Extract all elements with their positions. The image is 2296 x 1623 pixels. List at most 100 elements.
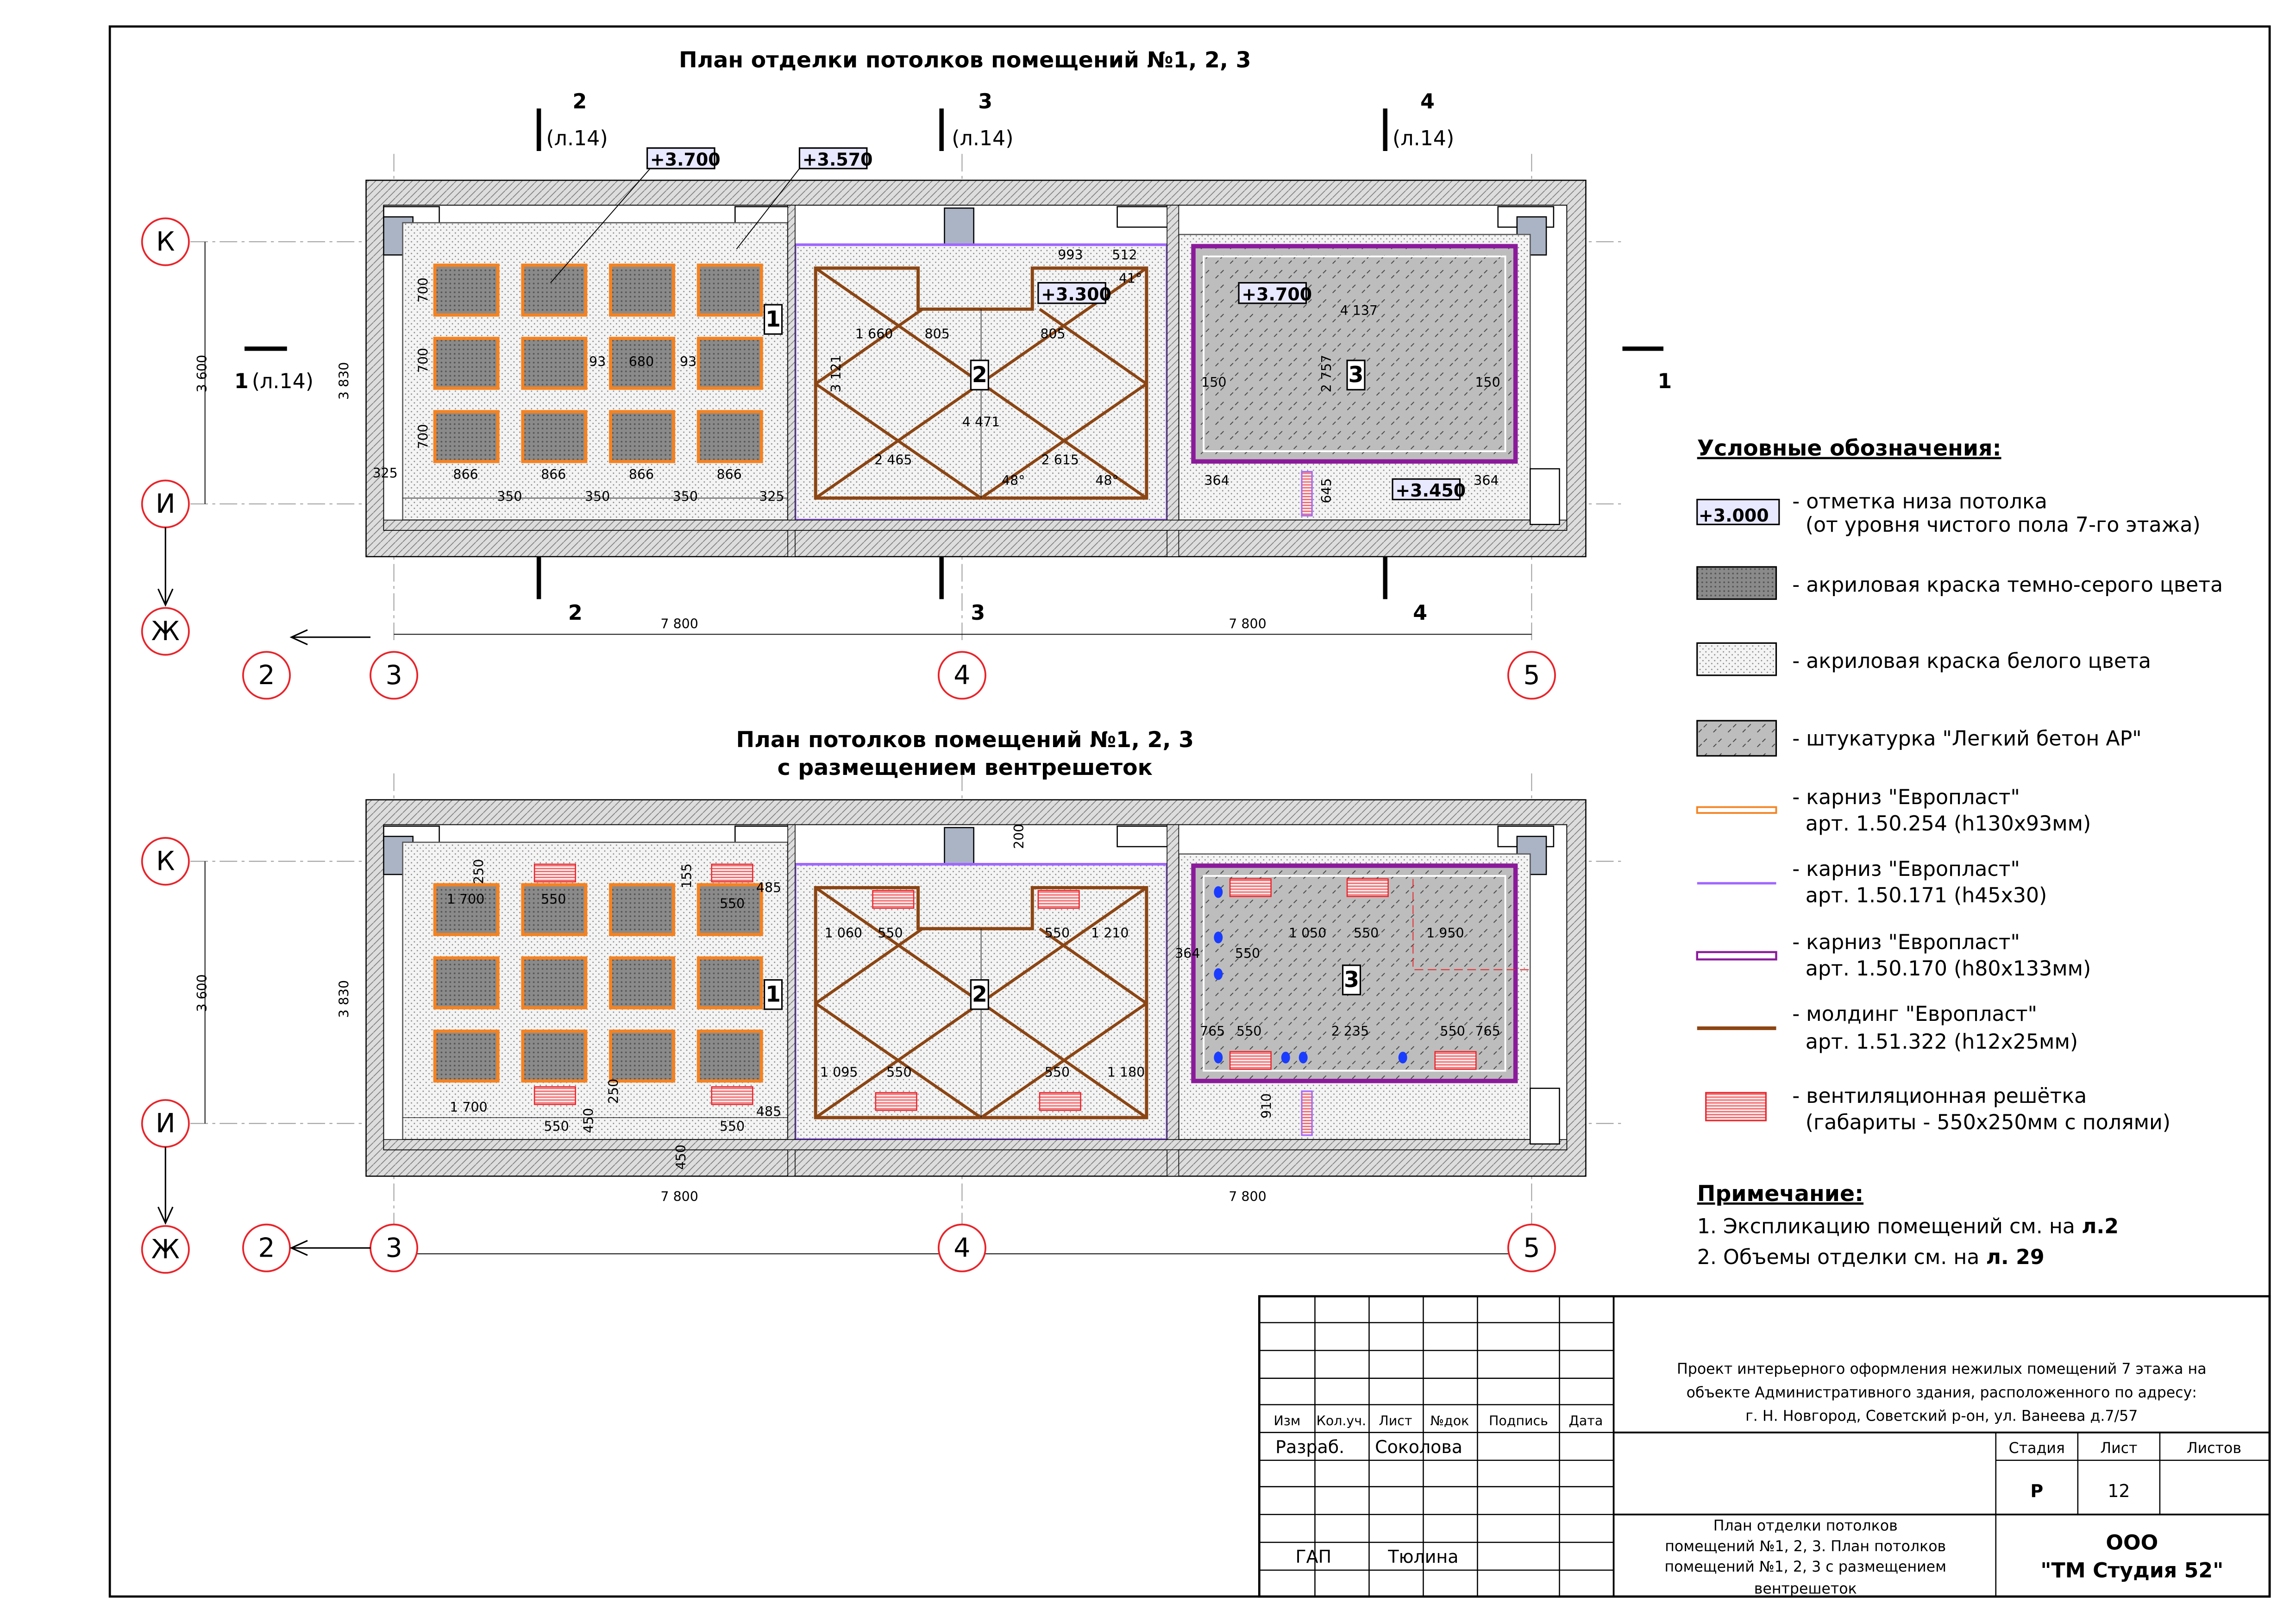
tb-project-line: объекте Административного здания, распол… bbox=[1687, 1384, 2197, 1401]
legend-label: - вентиляционная решётка bbox=[1792, 1084, 2087, 1108]
window bbox=[1117, 206, 1174, 228]
axis-Zh: Ж bbox=[151, 1234, 180, 1264]
legend-label: арт. 1.50.171 (h45x30) bbox=[1806, 884, 2047, 907]
dimension: 350 bbox=[585, 489, 610, 504]
dimension: 48° bbox=[1095, 473, 1118, 488]
dimension: 485 bbox=[756, 880, 781, 895]
dimension: 93 bbox=[589, 354, 606, 370]
tb-drawing-title: План отделки потолков bbox=[1713, 1518, 1898, 1535]
coffer-panel bbox=[696, 410, 763, 463]
tb-header: №док bbox=[1430, 1413, 1469, 1428]
dimensions-bottom-plan: 3 600 3 830 1 700 1 700 550 550 550 550 … bbox=[194, 824, 1500, 1204]
interior-wall bbox=[383, 1139, 1568, 1151]
section-3-ref: (л.14) bbox=[952, 126, 1013, 150]
tb-header: Кол.уч. bbox=[1317, 1413, 1366, 1428]
section-markers: 2 (л.14) 3 (л.14) 4 (л.14) 2 3 4 1 (л.14… bbox=[234, 90, 1672, 625]
legend-swatch-vent-grille bbox=[1705, 1092, 1767, 1121]
coffer-panel bbox=[521, 264, 588, 317]
title-block-frame bbox=[1258, 1295, 2271, 1598]
duct-box bbox=[1301, 1090, 1313, 1136]
coffer-panel bbox=[521, 883, 588, 937]
legend: Условные обозначения: +3.000 - отметка н… bbox=[1696, 436, 2223, 1134]
axis-K: К bbox=[156, 226, 175, 257]
axis-3: 3 bbox=[385, 1233, 402, 1263]
plan-title-top: План отделки потолков помещений №1, 2, 3 bbox=[679, 48, 1251, 73]
dimension: 765 bbox=[1200, 1024, 1225, 1039]
column bbox=[944, 207, 974, 247]
tb-stage: Р bbox=[2030, 1481, 2043, 1501]
partition bbox=[787, 205, 796, 557]
legend-label: (от уровня чистого пола 7-го этажа) bbox=[1806, 513, 2201, 537]
dimension: 450 bbox=[581, 1108, 596, 1133]
partition bbox=[1167, 824, 1179, 1177]
vent-grille bbox=[1346, 878, 1389, 897]
section-2-ref: (л.14) bbox=[546, 126, 608, 150]
section-2-label: 2 bbox=[568, 601, 583, 625]
section-4-label: 4 bbox=[1420, 90, 1435, 113]
duct-route bbox=[1412, 879, 1531, 970]
dimension: 1 700 bbox=[450, 1100, 487, 1115]
dimension: 450 bbox=[673, 1145, 689, 1170]
axis-5: 5 bbox=[1523, 660, 1540, 691]
partition bbox=[787, 824, 796, 1177]
coffer-panel bbox=[521, 1029, 588, 1083]
coffer-panel bbox=[609, 1029, 675, 1083]
dimension: 1 050 bbox=[1289, 925, 1326, 941]
dimension: 550 bbox=[1440, 1024, 1465, 1039]
air-diffuser bbox=[1214, 968, 1223, 980]
dimension: 866 bbox=[629, 467, 654, 482]
dimension: 3 830 bbox=[337, 362, 352, 400]
dimension: 150 bbox=[1475, 375, 1500, 390]
dimension: 805 bbox=[1040, 327, 1065, 342]
dimension: 550 bbox=[886, 1064, 911, 1080]
dimension: 2 615 bbox=[1041, 453, 1079, 468]
tb-drawing-title: помещений №1, 2, 3 с размещением bbox=[1665, 1559, 1946, 1575]
vent-grille bbox=[1229, 878, 1272, 897]
vent-grille bbox=[1039, 1092, 1081, 1111]
section-1-ref: (л.14) bbox=[252, 370, 314, 393]
section-3-label: 3 bbox=[971, 601, 985, 625]
vent-grille bbox=[875, 1092, 917, 1111]
tb-name-developer: Соколова bbox=[1375, 1437, 1462, 1457]
dimension: 550 bbox=[720, 896, 745, 912]
legend-swatch-elevation bbox=[1696, 498, 1780, 525]
tb-project-line: г. Н. Новгород, Советский р-он, ул. Ване… bbox=[1745, 1408, 2138, 1424]
axis-I: И bbox=[156, 489, 176, 519]
vent-grille bbox=[711, 1086, 753, 1105]
legend-swatch-white-paint bbox=[1696, 642, 1777, 676]
dimension: 700 bbox=[415, 348, 431, 373]
legend-label: - карниз "Европласт" bbox=[1792, 931, 2020, 954]
dimension: 3 600 bbox=[194, 355, 210, 392]
coffer-panel bbox=[433, 410, 500, 463]
legend-swatch-cornice-orange bbox=[1696, 806, 1777, 814]
duct-box bbox=[1301, 471, 1313, 516]
cornice-inner bbox=[1203, 255, 1506, 453]
title-block: Изм Кол.уч. Лист №док Подпись Дата Проек… bbox=[1258, 1295, 2271, 1598]
legend-label: арт. 1.51.322 (h12x25мм) bbox=[1806, 1030, 2078, 1054]
dimension: 250 bbox=[606, 1079, 621, 1104]
dimension: 550 bbox=[541, 892, 566, 907]
coffer-panel bbox=[609, 264, 675, 317]
plan-title-bottom-line2: с размещением вентрешеток bbox=[778, 755, 1153, 780]
dimension: 1 095 bbox=[820, 1064, 858, 1080]
vent-grille bbox=[533, 1086, 576, 1105]
coffer-panel bbox=[521, 410, 588, 463]
axis-2: 2 bbox=[258, 660, 275, 691]
tb-role-gap: ГАП bbox=[1295, 1547, 1331, 1567]
dimension: 200 bbox=[1011, 824, 1027, 849]
dimension: 364 bbox=[1474, 473, 1499, 488]
air-diffuser bbox=[1299, 1051, 1308, 1063]
dimension: 1 660 bbox=[855, 327, 893, 342]
dimension: 7 800 bbox=[1229, 1189, 1266, 1204]
dimension: 1 180 bbox=[1107, 1064, 1145, 1080]
dimension: 550 bbox=[1235, 946, 1260, 961]
elevation-mark: +3.700 bbox=[650, 150, 721, 170]
section-4-label: 4 bbox=[1413, 601, 1427, 625]
dimension: 2 235 bbox=[1331, 1024, 1369, 1039]
coffer-panel bbox=[609, 956, 675, 1010]
dimension: 550 bbox=[1354, 925, 1379, 941]
legend-label: - акриловая краска белого цвета bbox=[1792, 649, 2151, 673]
legend-swatch-dark-grey-paint bbox=[1696, 566, 1777, 600]
window bbox=[1117, 825, 1174, 848]
coffer-panel bbox=[433, 264, 500, 317]
